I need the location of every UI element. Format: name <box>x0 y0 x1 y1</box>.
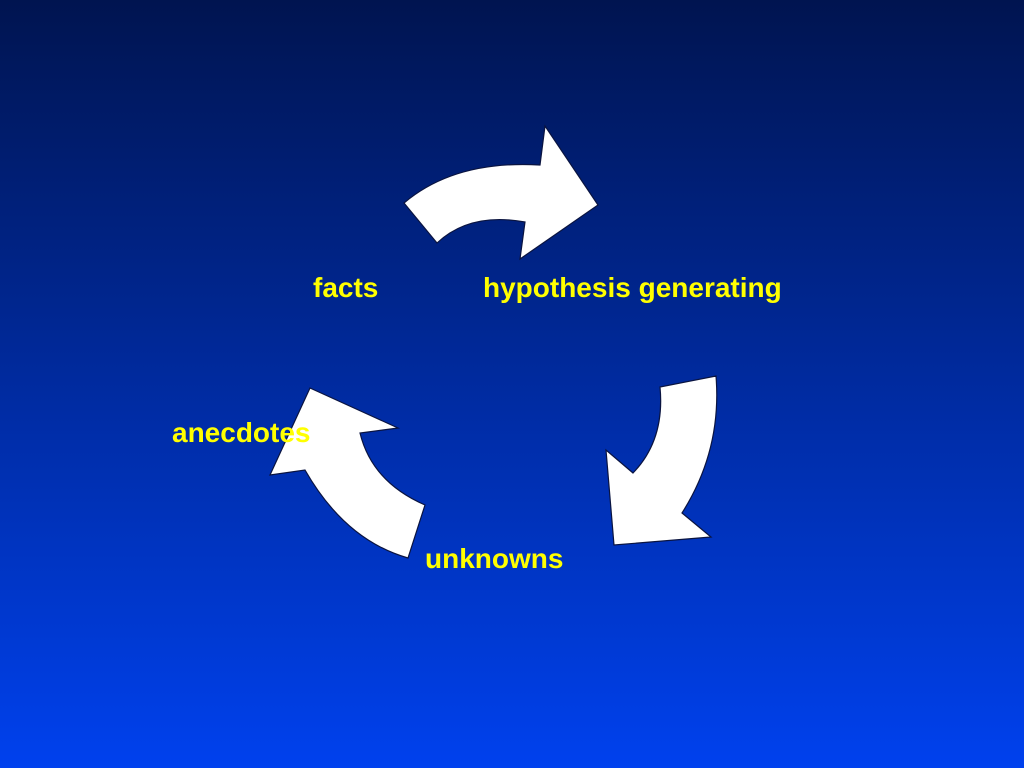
arrow-right-down-icon <box>605 375 718 546</box>
label-hypothesis-generating: hypothesis generating <box>483 272 782 303</box>
arrow-top-right-icon <box>403 124 599 261</box>
arrow-bottom-left-icon <box>268 387 426 559</box>
label-facts: facts <box>313 272 379 303</box>
label-anecdotes: anecdotes <box>172 417 311 448</box>
label-unknowns: unknowns <box>425 543 564 574</box>
